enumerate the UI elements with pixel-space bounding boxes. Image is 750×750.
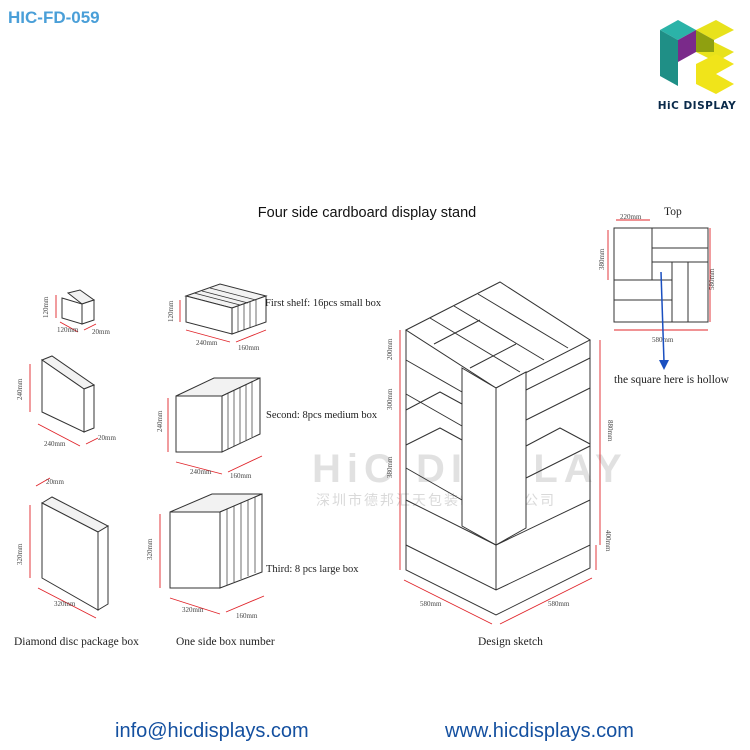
small-box-d: 20mm [92, 328, 110, 336]
medium-box-h: 240mm [16, 378, 24, 400]
top-dim-inner: 220mm [620, 213, 642, 221]
third-shelf-d: 160mm [236, 612, 258, 620]
boxes-caption: Diamond disc package box [14, 636, 139, 648]
sketch-dim-w1: 580mm [420, 600, 442, 608]
large-box: 320mm 320mm 20mm [16, 477, 110, 619]
second-shelf-d: 160mm [230, 472, 252, 480]
email-link[interactable]: info@hicdisplays.com [115, 720, 309, 742]
first-shelf-d: 160mm [238, 344, 260, 352]
small-box-h: 120mm [42, 296, 50, 318]
third-shelf-stack: 320mm 320mm 160mm [146, 493, 265, 620]
small-box: 120mm 120mm 20mm [42, 289, 110, 336]
sketch-dim-h3: 380mm [386, 456, 394, 478]
third-shelf-h: 320mm [146, 538, 154, 560]
logo-text: HiC DISPLAY [657, 100, 737, 112]
medium-box-w: 240mm [44, 440, 66, 448]
product-code: HIC-FD-059 [8, 8, 100, 27]
sketch-dim-total: 880mm [606, 420, 614, 442]
hic-logo-icon [660, 20, 734, 94]
first-shelf-h: 120mm [167, 300, 175, 322]
second-shelf-h: 240mm [156, 410, 164, 432]
second-shelf-stack: 240mm 240mm 160mm [156, 377, 263, 480]
hollow-note: the square here is hollow [614, 374, 729, 386]
top-view-label: Top [664, 206, 682, 218]
top-dim-side: 380mm [598, 248, 606, 270]
third-shelf-label: Third: 8 pcs large box [266, 564, 359, 575]
large-box-h: 320mm [16, 543, 24, 565]
sketch-dim-w2: 580mm [548, 600, 570, 608]
first-shelf-w: 240mm [196, 339, 218, 347]
sketch-dim-h1: 200mm [386, 338, 394, 360]
hollow-arrow-icon [659, 271, 669, 370]
design-sketch [404, 281, 592, 616]
third-shelf-w: 320mm [182, 606, 204, 614]
sketch-caption: Design sketch [478, 636, 543, 648]
first-shelf-label: First shelf: 16pcs small box [265, 298, 382, 309]
first-shelf-stack: 120mm 240mm 160mm [167, 283, 268, 352]
sketch-dim-h2: 300mm [386, 388, 394, 410]
shelves-caption: One side box number [176, 636, 275, 648]
small-box-w: 120mm [57, 326, 79, 334]
large-box-d: 20mm [46, 478, 64, 486]
top-dim-right: 580mm [708, 268, 716, 290]
page-title: Four side cardboard display stand [257, 205, 477, 221]
second-shelf-label: Second: 8pcs medium box [266, 410, 378, 421]
sketch-dim-base: 400mm [604, 530, 612, 552]
second-shelf-w: 240mm [190, 468, 212, 476]
medium-box: 240mm 240mm 20mm [16, 355, 116, 448]
diagram-drawing: 120mm 120mm 20mm 240mm 240mm 20mm 320mm … [16, 213, 716, 625]
website-link[interactable]: www.hicdisplays.com [445, 720, 634, 742]
sketch-dims: 200mm 300mm 380mm 880mm 400mm 580mm 580m… [386, 330, 614, 625]
medium-box-d: 20mm [98, 434, 116, 442]
large-box-w: 320mm [54, 600, 76, 608]
